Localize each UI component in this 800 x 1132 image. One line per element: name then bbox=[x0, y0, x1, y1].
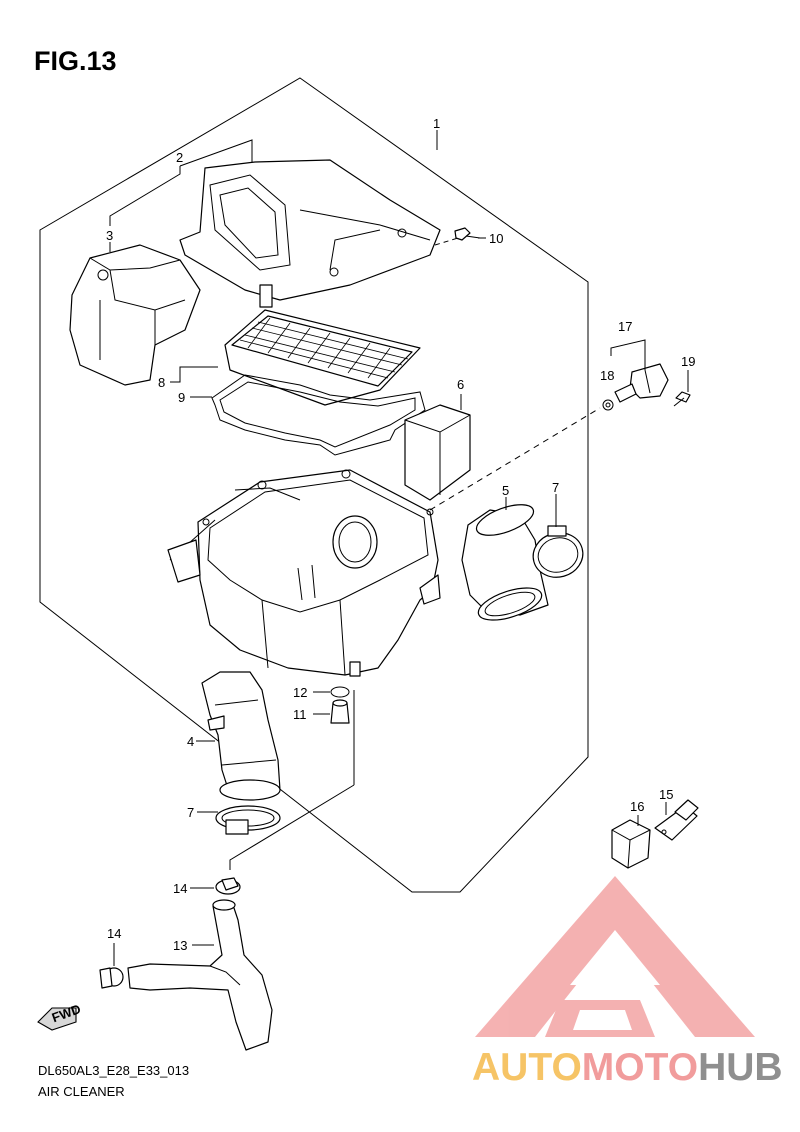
inlet-duct bbox=[69, 244, 201, 386]
callout-7-upper: 7 bbox=[552, 480, 559, 495]
callout-7-lower: 7 bbox=[187, 805, 194, 820]
watermark-logo bbox=[475, 876, 755, 1037]
callout-17: 17 bbox=[618, 319, 632, 334]
callout-5: 5 bbox=[502, 483, 509, 498]
leader-2b bbox=[179, 139, 253, 167]
clip-14-upper bbox=[215, 877, 241, 895]
clip-12 bbox=[330, 686, 350, 698]
washer-18 bbox=[602, 399, 614, 411]
callout-8: 8 bbox=[158, 375, 165, 390]
figure-title: FIG.13 bbox=[34, 46, 117, 76]
outlet-tube bbox=[461, 504, 549, 621]
upper-cover bbox=[179, 159, 441, 308]
callout-14-upper: 14 bbox=[173, 881, 187, 896]
sensor-15 bbox=[654, 799, 699, 841]
callout-9: 9 bbox=[178, 390, 185, 405]
callout-13: 13 bbox=[173, 938, 187, 953]
leader-17 bbox=[610, 339, 646, 370]
watermark-moto: MOTO bbox=[581, 1046, 699, 1089]
diagram-name: AIR CLEANER bbox=[38, 1084, 125, 1099]
leader-10-dash bbox=[434, 237, 459, 246]
callout-12: 12 bbox=[293, 685, 307, 700]
callout-18: 18 bbox=[600, 368, 614, 383]
callout-14-lower: 14 bbox=[107, 926, 121, 941]
lower-case bbox=[167, 469, 441, 677]
leader-2 bbox=[109, 166, 181, 226]
callout-4: 4 bbox=[187, 734, 194, 749]
screw-10 bbox=[454, 227, 481, 241]
callout-15: 15 bbox=[659, 787, 673, 802]
assembly-boundary bbox=[39, 77, 589, 893]
watermark-hub: HUB bbox=[698, 1046, 783, 1089]
sensor-17 bbox=[614, 363, 669, 403]
callout-19: 19 bbox=[681, 354, 695, 369]
callout-16: 16 bbox=[630, 799, 644, 814]
watermark-auto: AUTO bbox=[472, 1046, 582, 1089]
fwd-arrow: FWD bbox=[37, 1001, 83, 1031]
clamp-upper bbox=[532, 525, 584, 578]
screw-19 bbox=[673, 391, 691, 407]
diagram-code: DL650AL3_E28_E33_013 bbox=[38, 1063, 190, 1078]
leader-lower-drain bbox=[229, 784, 355, 870]
filter-seal bbox=[211, 374, 426, 456]
hose-13 bbox=[127, 899, 273, 1051]
callout-3: 3 bbox=[106, 228, 113, 243]
foam-block bbox=[404, 404, 471, 501]
clamp-lower bbox=[215, 805, 281, 835]
callout-1: 1 bbox=[433, 116, 440, 131]
connector-16 bbox=[611, 819, 651, 869]
filter-element bbox=[224, 309, 421, 406]
watermark-text: AUTOMOTOHUB bbox=[472, 1046, 783, 1090]
leader-8 bbox=[170, 366, 218, 383]
intake-duct-4 bbox=[201, 671, 281, 801]
callout-2: 2 bbox=[176, 150, 183, 165]
callout-10: 10 bbox=[489, 231, 503, 246]
callout-11: 11 bbox=[293, 707, 307, 722]
cap-11 bbox=[330, 699, 350, 724]
callout-6: 6 bbox=[457, 377, 464, 392]
clip-14-lower bbox=[99, 967, 124, 989]
filter-seal-inner bbox=[219, 381, 416, 448]
leader-dash-sensor bbox=[429, 407, 601, 511]
callout-labels: 1 2 3 4 5 6 7 7 8 9 10 11 12 13 14 14 15… bbox=[106, 116, 695, 953]
